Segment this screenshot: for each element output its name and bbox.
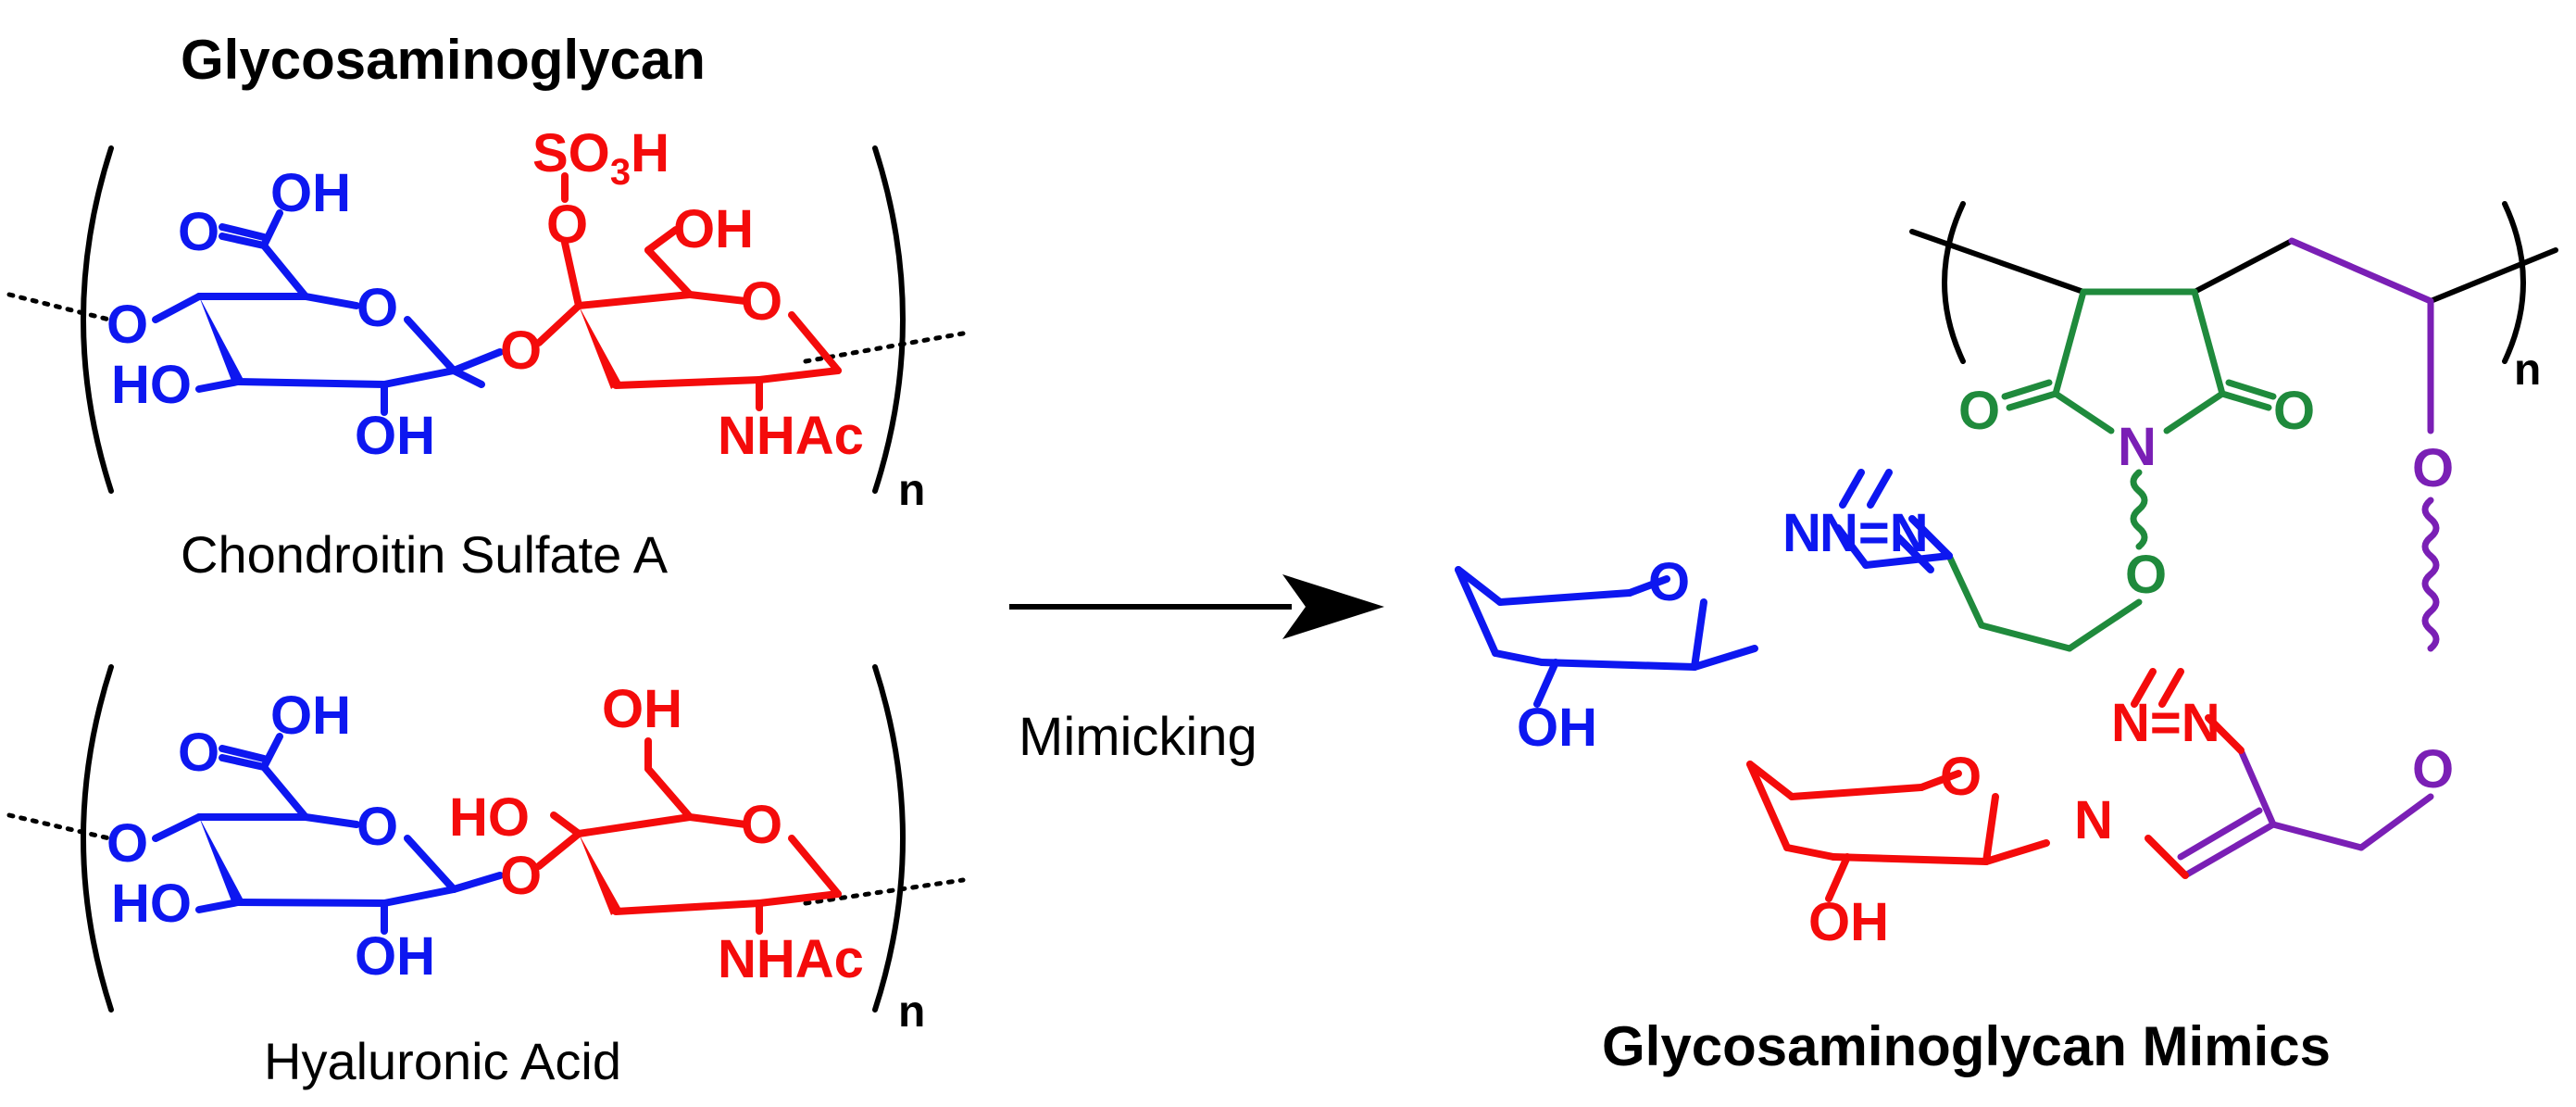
csa-ch2oh: OH: [673, 199, 754, 259]
csa-ring-o-blue: O: [356, 278, 398, 338]
arrow-head: [1282, 574, 1384, 639]
csa-left-continuation: [6, 292, 112, 322]
ha-o-carbonyl: O: [178, 723, 219, 783]
csa-label: Chondroitin Sulfate A: [181, 525, 669, 584]
ha-glycosidic-o: O: [500, 846, 542, 906]
ha-oh-top: OH: [270, 686, 351, 746]
csa-left-bracket: [81, 145, 114, 494]
green-linker-o: O: [2125, 545, 2167, 605]
csa-oh-bottom: OH: [355, 406, 435, 466]
csa-o-carbonyl: O: [178, 202, 219, 262]
red-sugar-ring: [1746, 761, 2050, 902]
csa-oh-top: OH: [270, 163, 351, 223]
right-title: Glycosaminoglycan Mimics: [1602, 1015, 2331, 1077]
purple-wavy-linker: [2421, 497, 2440, 652]
ha-right-bracket: [872, 664, 906, 1013]
ha-o-left: O: [106, 813, 148, 874]
csa-ring-o-red: O: [741, 271, 782, 332]
ha-left-continuation: [6, 812, 112, 841]
csa-ho: HO: [111, 355, 192, 415]
csa-so3h-subscript: 3: [610, 152, 631, 193]
red-triazole-nn: N=N: [2111, 693, 2220, 753]
svg-text:SO3H: SO3H: [532, 123, 669, 193]
purple-linker-o-top: O: [2412, 438, 2454, 498]
arrow-label: Mimicking: [1019, 707, 1257, 767]
csa-o-left: O: [106, 295, 148, 355]
blue-sugar-ring-o: O: [1648, 552, 1690, 612]
ha-nhac: NHAc: [718, 929, 864, 989]
hyaluronic-acid-structure: OH O O O HO OH O OH HO O NHAc n Hyaluron…: [6, 664, 966, 1090]
ha-oh-bottom: OH: [355, 926, 435, 987]
green-wavy-linker: [2130, 469, 2148, 550]
ha-left-bracket: [81, 664, 114, 1013]
blue-triazole-n1: N: [1782, 503, 1821, 563]
mimic-left-bracket: [1942, 201, 1966, 364]
csa-right-bracket: [872, 145, 906, 494]
csa-o-sulfate-link: O: [546, 195, 588, 255]
csa-galactosamine-ring: [535, 186, 842, 411]
ha-label: Hyaluronic Acid: [264, 1032, 621, 1090]
mimicking-arrow: [1009, 574, 1384, 639]
ha-galactosamine-ring: [535, 737, 842, 935]
left-title: Glycosaminoglycan: [181, 29, 706, 91]
red-sugar-ring-o: O: [1940, 747, 1982, 807]
mimic-repeat-n: n: [2514, 346, 2541, 395]
maleimide-n: N: [2118, 417, 2157, 477]
ha-ho-red: HO: [449, 787, 530, 848]
ha-glucuronic-ring: [152, 733, 504, 935]
ha-repeat-n: n: [898, 987, 925, 1037]
csa-so3h-h: H: [631, 123, 669, 183]
csa-so3h-so: SO: [532, 123, 610, 183]
csa-glycosidic-o: O: [500, 321, 542, 381]
csa-repeat-n: n: [898, 466, 925, 515]
csa-sulfate-group: SO3H: [532, 123, 669, 193]
csa-nhac: NHAc: [718, 406, 864, 466]
csa-glucuronic-ring: [152, 209, 485, 416]
ha-ring-o-blue: O: [356, 797, 398, 857]
ha-oh-top-red: OH: [602, 679, 682, 739]
red-triazole: [2131, 668, 2277, 879]
chondroitin-sulfate-structure: OH O O O HO OH O O SO3H OH O: [6, 123, 966, 584]
red-sugar-oh: OH: [1808, 892, 1889, 952]
purple-linker-o-bottom: O: [2412, 739, 2454, 799]
csa-right-continuation: [803, 331, 966, 364]
maleimide-ring: [2001, 288, 2277, 434]
blue-triazole: [1834, 469, 1985, 629]
maleimide-o-left: O: [1958, 381, 2000, 441]
blue-sugar-oh: OH: [1517, 698, 1597, 758]
ha-right-continuation: [803, 877, 966, 906]
ha-ho: HO: [111, 874, 192, 934]
maleimide-o-right: O: [2273, 381, 2315, 441]
blue-triazole-nn: N=N: [1819, 503, 1929, 563]
red-triazole-n1: N: [2074, 790, 2113, 850]
blue-sugar-ring: [1455, 566, 1758, 708]
mimic-structure: n O O N O N: [1455, 201, 2558, 952]
mimic-right-bracket: [2502, 201, 2526, 364]
ha-ring-o-red: O: [741, 795, 782, 855]
